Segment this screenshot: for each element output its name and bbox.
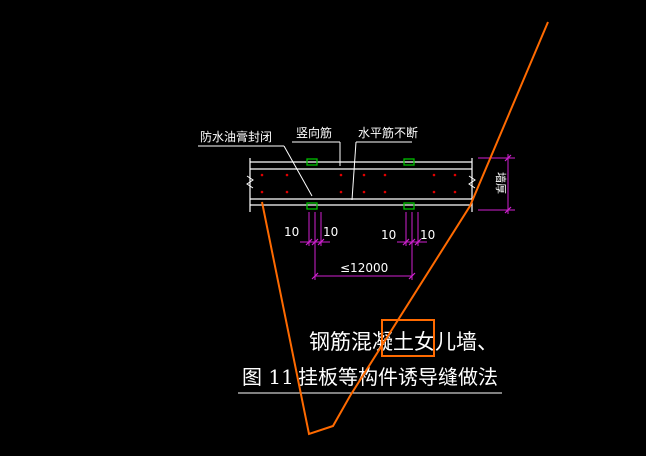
- dimension-lines: [300, 154, 515, 280]
- caption-line2: 挂板等构件诱导缝做法: [298, 365, 498, 389]
- dim-gap-right-b: 10: [420, 228, 435, 242]
- markup-annotation: [261, 21, 549, 436]
- label-vertical-bar: 竖向筋: [296, 125, 332, 140]
- dim-gap-right-a: 10: [381, 228, 396, 242]
- dim-gap-left-b: 10: [323, 225, 338, 239]
- label-horizontal-bar: 水平筋不断: [358, 125, 418, 140]
- break-marks: [246, 175, 476, 189]
- wall-section: [249, 158, 473, 212]
- dim-spacing: ≤12000: [340, 261, 388, 275]
- caption-line1: 钢筋混凝土女儿墙、: [309, 330, 498, 354]
- rebar-dots: [260, 173, 457, 194]
- dim-wall-thickness: 墙厚: [494, 172, 508, 194]
- caption-figure-number: 图 11: [242, 365, 294, 389]
- joint-seals: [306, 158, 415, 210]
- dim-gap-left-a: 10: [284, 225, 299, 239]
- label-waterproof-seal: 防水油膏封闭: [200, 129, 272, 144]
- dimension-ticks: [305, 154, 512, 280]
- leader-lines: [198, 141, 412, 201]
